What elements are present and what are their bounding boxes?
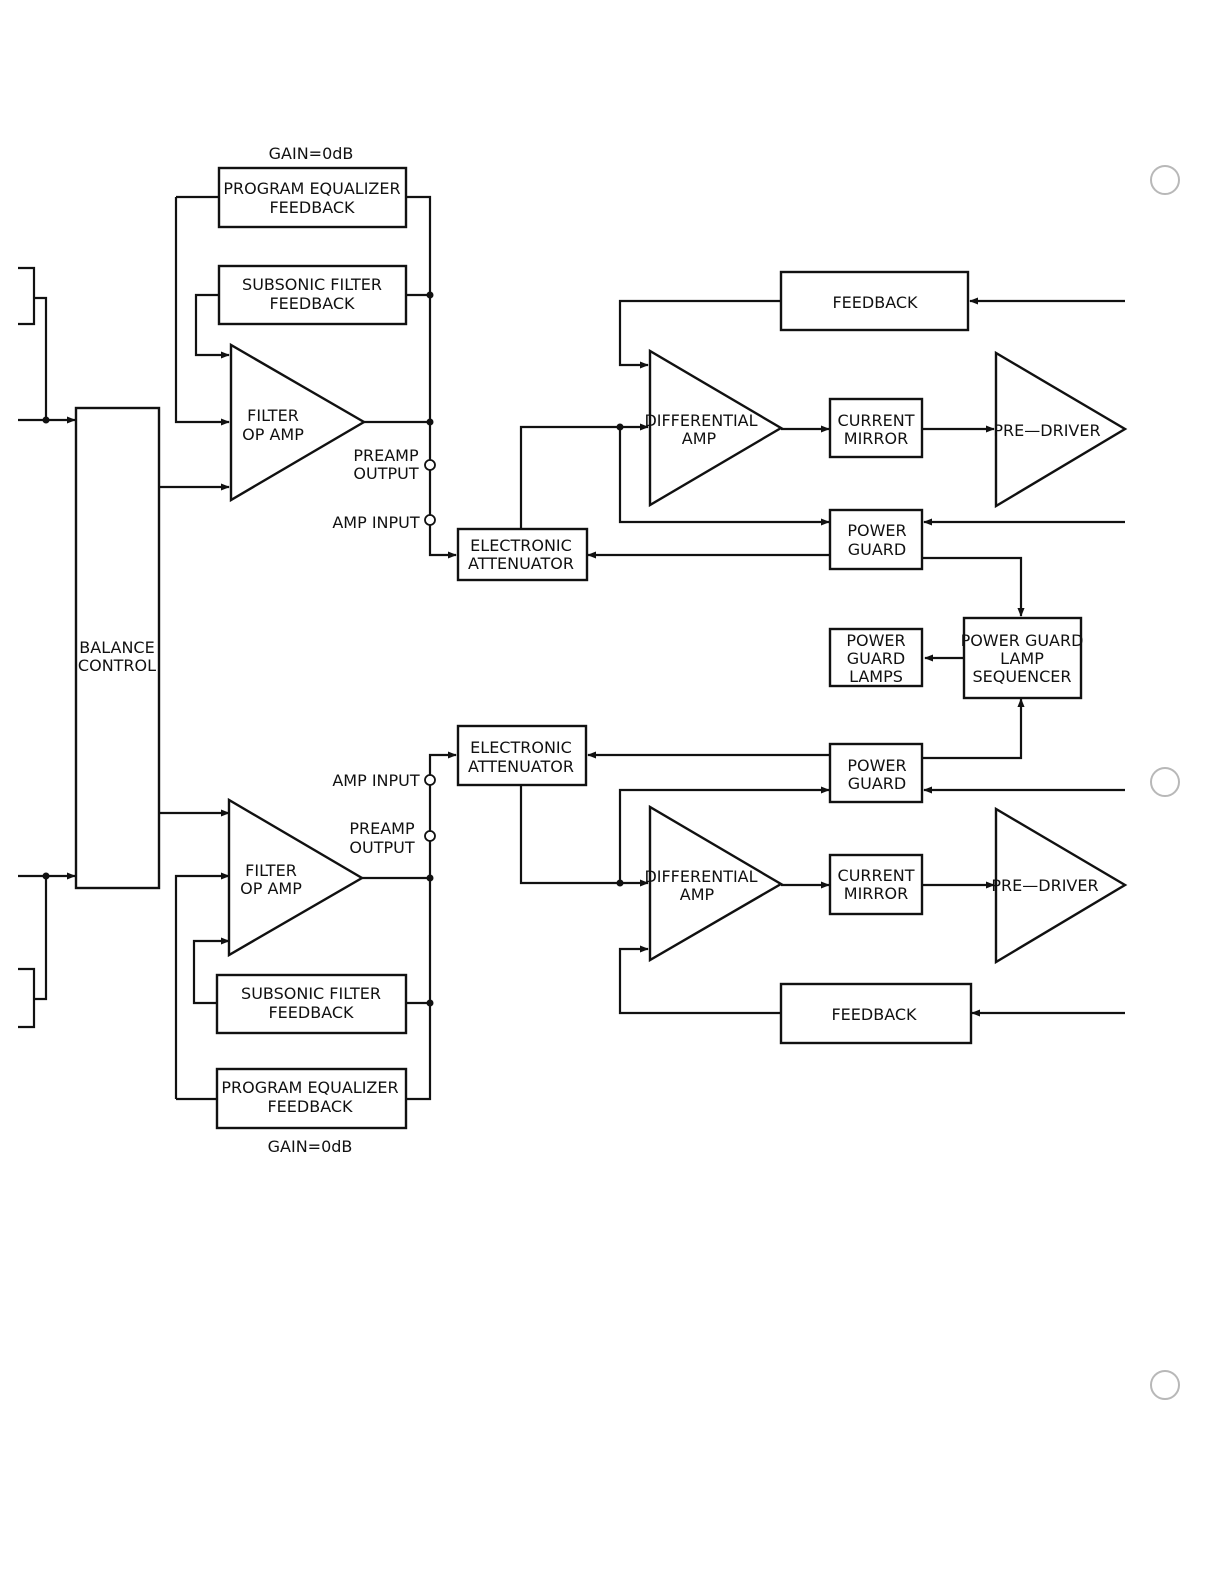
top-elec-atten-label-2: ATTENUATOR [468, 554, 574, 573]
bottom-amp-input-label: AMP INPUT [332, 771, 420, 790]
bottom-filter-opamp-label-1: FILTER [245, 861, 297, 880]
top-program-eq-label-2: FEEDBACK [269, 198, 355, 217]
top-pre-driver-label: PRE—DRIVER [993, 421, 1100, 440]
bottom-subsonic-label-1: SUBSONIC FILTER [241, 984, 381, 1003]
balance-control-label-2: CONTROL [78, 656, 156, 675]
bottom-power-guard-label-2: GUARD [848, 774, 907, 793]
power-guard-lamps-block: POWER GUARD LAMPS [828, 627, 924, 688]
bottom-pre-driver-label: PRE—DRIVER [991, 876, 1098, 895]
pg-lamps-label-2: GUARD [847, 649, 906, 668]
top-current-mirror-label-2: MIRROR [844, 429, 908, 448]
bottom-preamp-output-label-2: OUTPUT [349, 838, 414, 857]
bottom-program-eq-label-2: FEEDBACK [267, 1097, 353, 1116]
top-preamp-output-label-2: OUTPUT [353, 464, 418, 483]
top-program-equalizer-block: PROGRAM EQUALIZER FEEDBACK [217, 166, 408, 229]
bottom-elec-atten-label-1: ELECTRONIC [470, 738, 572, 757]
bottom-differential-amp-triangle: DIFFERENTIAL AMP [644, 804, 784, 963]
wiring [18, 195, 1125, 1101]
bottom-subsonic-label-2: FEEDBACK [268, 1003, 354, 1022]
bottom-current-mirror-label-2: MIRROR [844, 884, 908, 903]
top-pre-driver-triangle: PRE—DRIVER [993, 350, 1128, 509]
top-subsonic-label-2: FEEDBACK [269, 294, 355, 313]
junction-dot [426, 291, 434, 299]
bottom-pre-driver-triangle: PRE—DRIVER [991, 806, 1128, 965]
top-diff-amp-label-2: AMP [682, 429, 717, 448]
bottom-preamp-output-label-1: PREAMP [349, 819, 415, 838]
binder-hole-middle [1150, 767, 1180, 797]
bottom-feedback-block: FEEDBACK [779, 982, 973, 1045]
bottom-current-mirror-block: CURRENT MIRROR [828, 853, 924, 916]
pg-lamps-label-1: POWER [846, 631, 905, 650]
bottom-preamp-output-terminal [424, 830, 436, 842]
top-power-guard-label-1: POWER [847, 521, 906, 540]
top-feedback-block: FEEDBACK [779, 270, 970, 332]
junction-dot [42, 416, 50, 424]
junction-dot [616, 879, 624, 887]
bottom-diff-amp-label-1: DIFFERENTIAL [644, 867, 757, 886]
bottom-feedback-label: FEEDBACK [831, 1005, 917, 1024]
bottom-program-eq-label-1: PROGRAM EQUALIZER [221, 1078, 398, 1097]
balance-control-label-1: BALANCE [79, 638, 154, 657]
bottom-current-mirror-label-1: CURRENT [838, 866, 915, 885]
bottom-filter-op-amp-triangle: FILTER OP AMP [227, 797, 365, 958]
top-power-guard-block: POWER GUARD [828, 508, 924, 571]
pg-lamps-label-3: LAMPS [849, 667, 903, 686]
top-amp-input-label: AMP INPUT [332, 513, 420, 532]
top-filter-opamp-label-1: FILTER [247, 406, 299, 425]
terminals [424, 459, 436, 842]
bottom-electronic-attenuator-block: ELECTRONIC ATTENUATOR [456, 724, 588, 787]
top-gain-label: GAIN=0dB [269, 144, 354, 163]
power-guard-lamp-sequencer-block: POWER GUARD LAMP SEQUENCER [961, 616, 1084, 700]
top-subsonic-filter-block: SUBSONIC FILTER FEEDBACK [217, 264, 408, 326]
top-amp-input-terminal [424, 514, 436, 526]
top-diff-amp-label-1: DIFFERENTIAL [644, 411, 757, 430]
top-power-guard-label-2: GUARD [848, 540, 907, 559]
bottom-subsonic-filter-block: SUBSONIC FILTER FEEDBACK [215, 973, 408, 1035]
bottom-diff-amp-label-2: AMP [680, 885, 715, 904]
bottom-amp-input-terminal [424, 774, 436, 786]
binder-hole-top [1150, 165, 1180, 195]
top-filter-opamp-label-2: OP AMP [242, 425, 304, 444]
bottom-program-equalizer-block: PROGRAM EQUALIZER FEEDBACK [215, 1067, 408, 1130]
top-preamp-output-terminal [424, 459, 436, 471]
bottom-filter-opamp-label-2: OP AMP [240, 879, 302, 898]
top-current-mirror-block: CURRENT MIRROR [828, 397, 924, 459]
top-preamp-output-label-1: PREAMP [353, 446, 419, 465]
junction-dot [426, 418, 434, 426]
top-feedback-label: FEEDBACK [832, 293, 918, 312]
junction-dot [616, 423, 624, 431]
bottom-power-guard-block: POWER GUARD [828, 742, 924, 804]
top-electronic-attenuator-block: ELECTRONIC ATTENUATOR [456, 527, 589, 582]
bottom-power-guard-label-1: POWER [847, 756, 906, 775]
top-current-mirror-label-1: CURRENT [838, 411, 915, 430]
pg-sequencer-label-3: SEQUENCER [972, 667, 1071, 686]
top-filter-op-amp-triangle: FILTER OP AMP [229, 342, 367, 503]
top-subsonic-label-1: SUBSONIC FILTER [242, 275, 382, 294]
pg-sequencer-label-2: LAMP [1000, 649, 1044, 668]
junction-dot [426, 874, 434, 882]
pg-sequencer-label-1: POWER GUARD [961, 631, 1084, 650]
junction-dots [42, 291, 624, 1007]
balance-control-block: BALANCE CONTROL [74, 406, 161, 890]
top-program-eq-label-1: PROGRAM EQUALIZER [223, 179, 400, 198]
bottom-elec-atten-label-2: ATTENUATOR [468, 757, 574, 776]
junction-dot [426, 999, 434, 1007]
binder-hole-bottom [1150, 1370, 1180, 1400]
top-differential-amp-triangle: DIFFERENTIAL AMP [644, 348, 784, 508]
junction-dot [42, 872, 50, 880]
top-elec-atten-label-1: ELECTRONIC [470, 536, 572, 555]
bottom-gain-label: GAIN=0dB [268, 1137, 353, 1156]
